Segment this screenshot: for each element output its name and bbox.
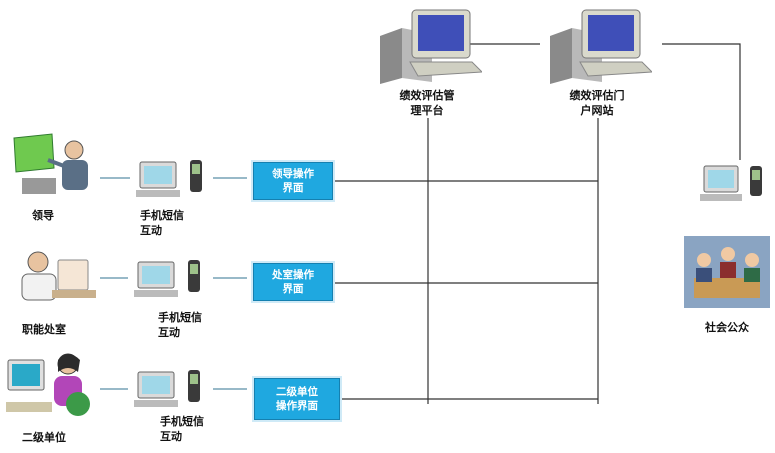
office-interface-box: 处室操作 界面	[253, 263, 333, 301]
server-label: 绩效评估管 理平台	[399, 89, 455, 117]
sms-label: 手机短信 互动	[140, 209, 184, 237]
sms-label: 手机短信 互动	[160, 415, 204, 443]
leader-interface-box: 领导操作 界面	[253, 162, 333, 200]
sms-label: 手机短信 互动	[158, 311, 202, 339]
server-computer-icon	[542, 6, 654, 88]
actor-label: 职能处室	[22, 323, 66, 336]
server-label: 绩效评估门 户网站	[569, 89, 625, 117]
server-computer-icon	[372, 6, 484, 88]
wire-portal-to-public	[662, 43, 741, 160]
pc-and-phone-icon	[134, 256, 210, 300]
pc-and-phone-icon	[134, 366, 210, 410]
actor-label: 领导	[32, 209, 54, 222]
office-worker-icon	[8, 248, 100, 310]
actor-label: 二级单位	[22, 431, 66, 444]
presenter-person-icon	[8, 132, 100, 198]
meeting-group-icon	[684, 236, 770, 308]
actor-label: 社会公众	[705, 321, 749, 334]
unit-interface-box: 二级单位 操作界面	[254, 378, 340, 420]
pc-and-phone-icon	[700, 160, 770, 204]
computer-user-icon	[6, 348, 98, 420]
pc-and-phone-icon	[136, 156, 212, 200]
